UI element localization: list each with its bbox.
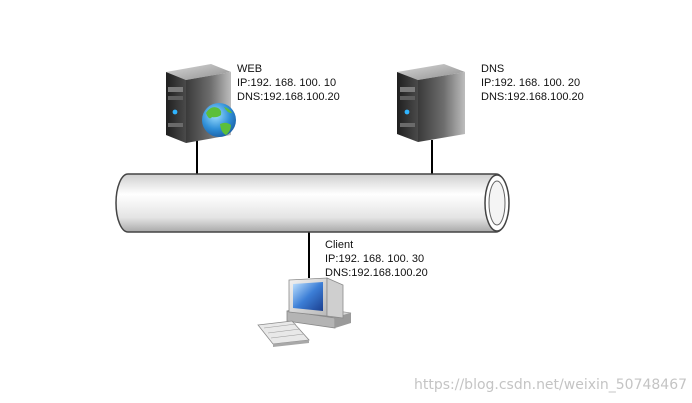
client-dns-label: DNS: — [325, 267, 351, 279]
dns-ip-label: IP: — [481, 77, 494, 89]
client-dns-value: 192.168.100.20 — [351, 267, 427, 279]
dns-ip-value: 192. 168. 100. 20 — [494, 77, 580, 89]
web-dns-label: DNS: — [237, 91, 263, 103]
web-node-label: WEB IP:192. 168. 100. 10 DNS:192.168.100… — [237, 62, 340, 104]
watermark-text: https://blog.csdn.net/weixin_50748467 — [414, 377, 687, 393]
web-dns-value: 192.168.100.20 — [263, 91, 339, 103]
client-ip-value: 192. 168. 100. 30 — [338, 253, 424, 265]
client-dns-line: DNS:192.168.100.20 — [325, 266, 428, 280]
network-pipe-icon — [116, 174, 509, 232]
dns-node-label: DNS IP:192. 168. 100. 20 DNS:192.168.100… — [481, 62, 584, 104]
client-node-label: Client IP:192. 168. 100. 30 DNS:192.168.… — [325, 238, 428, 280]
dns-dns-label: DNS: — [481, 91, 507, 103]
dns-node-name: DNS — [481, 62, 584, 76]
dns-ip-line: IP:192. 168. 100. 20 — [481, 76, 584, 90]
web-ip-value: 192. 168. 100. 10 — [250, 77, 336, 89]
client-ip-label: IP: — [325, 253, 338, 265]
client-node-name: Client — [325, 238, 428, 252]
desktop-computer-icon — [287, 278, 351, 328]
web-ip-label: IP: — [237, 77, 250, 89]
globe-icon — [202, 103, 236, 137]
web-ip-line: IP:192. 168. 100. 10 — [237, 76, 340, 90]
dns-dns-line: DNS:192.168.100.20 — [481, 90, 584, 104]
dns-dns-value: 192.168.100.20 — [507, 91, 583, 103]
web-dns-line: DNS:192.168.100.20 — [237, 90, 340, 104]
dns-server-icon — [397, 64, 465, 142]
client-ip-line: IP:192. 168. 100. 30 — [325, 252, 428, 266]
web-node-name: WEB — [237, 62, 340, 76]
keyboard-icon — [258, 321, 309, 347]
